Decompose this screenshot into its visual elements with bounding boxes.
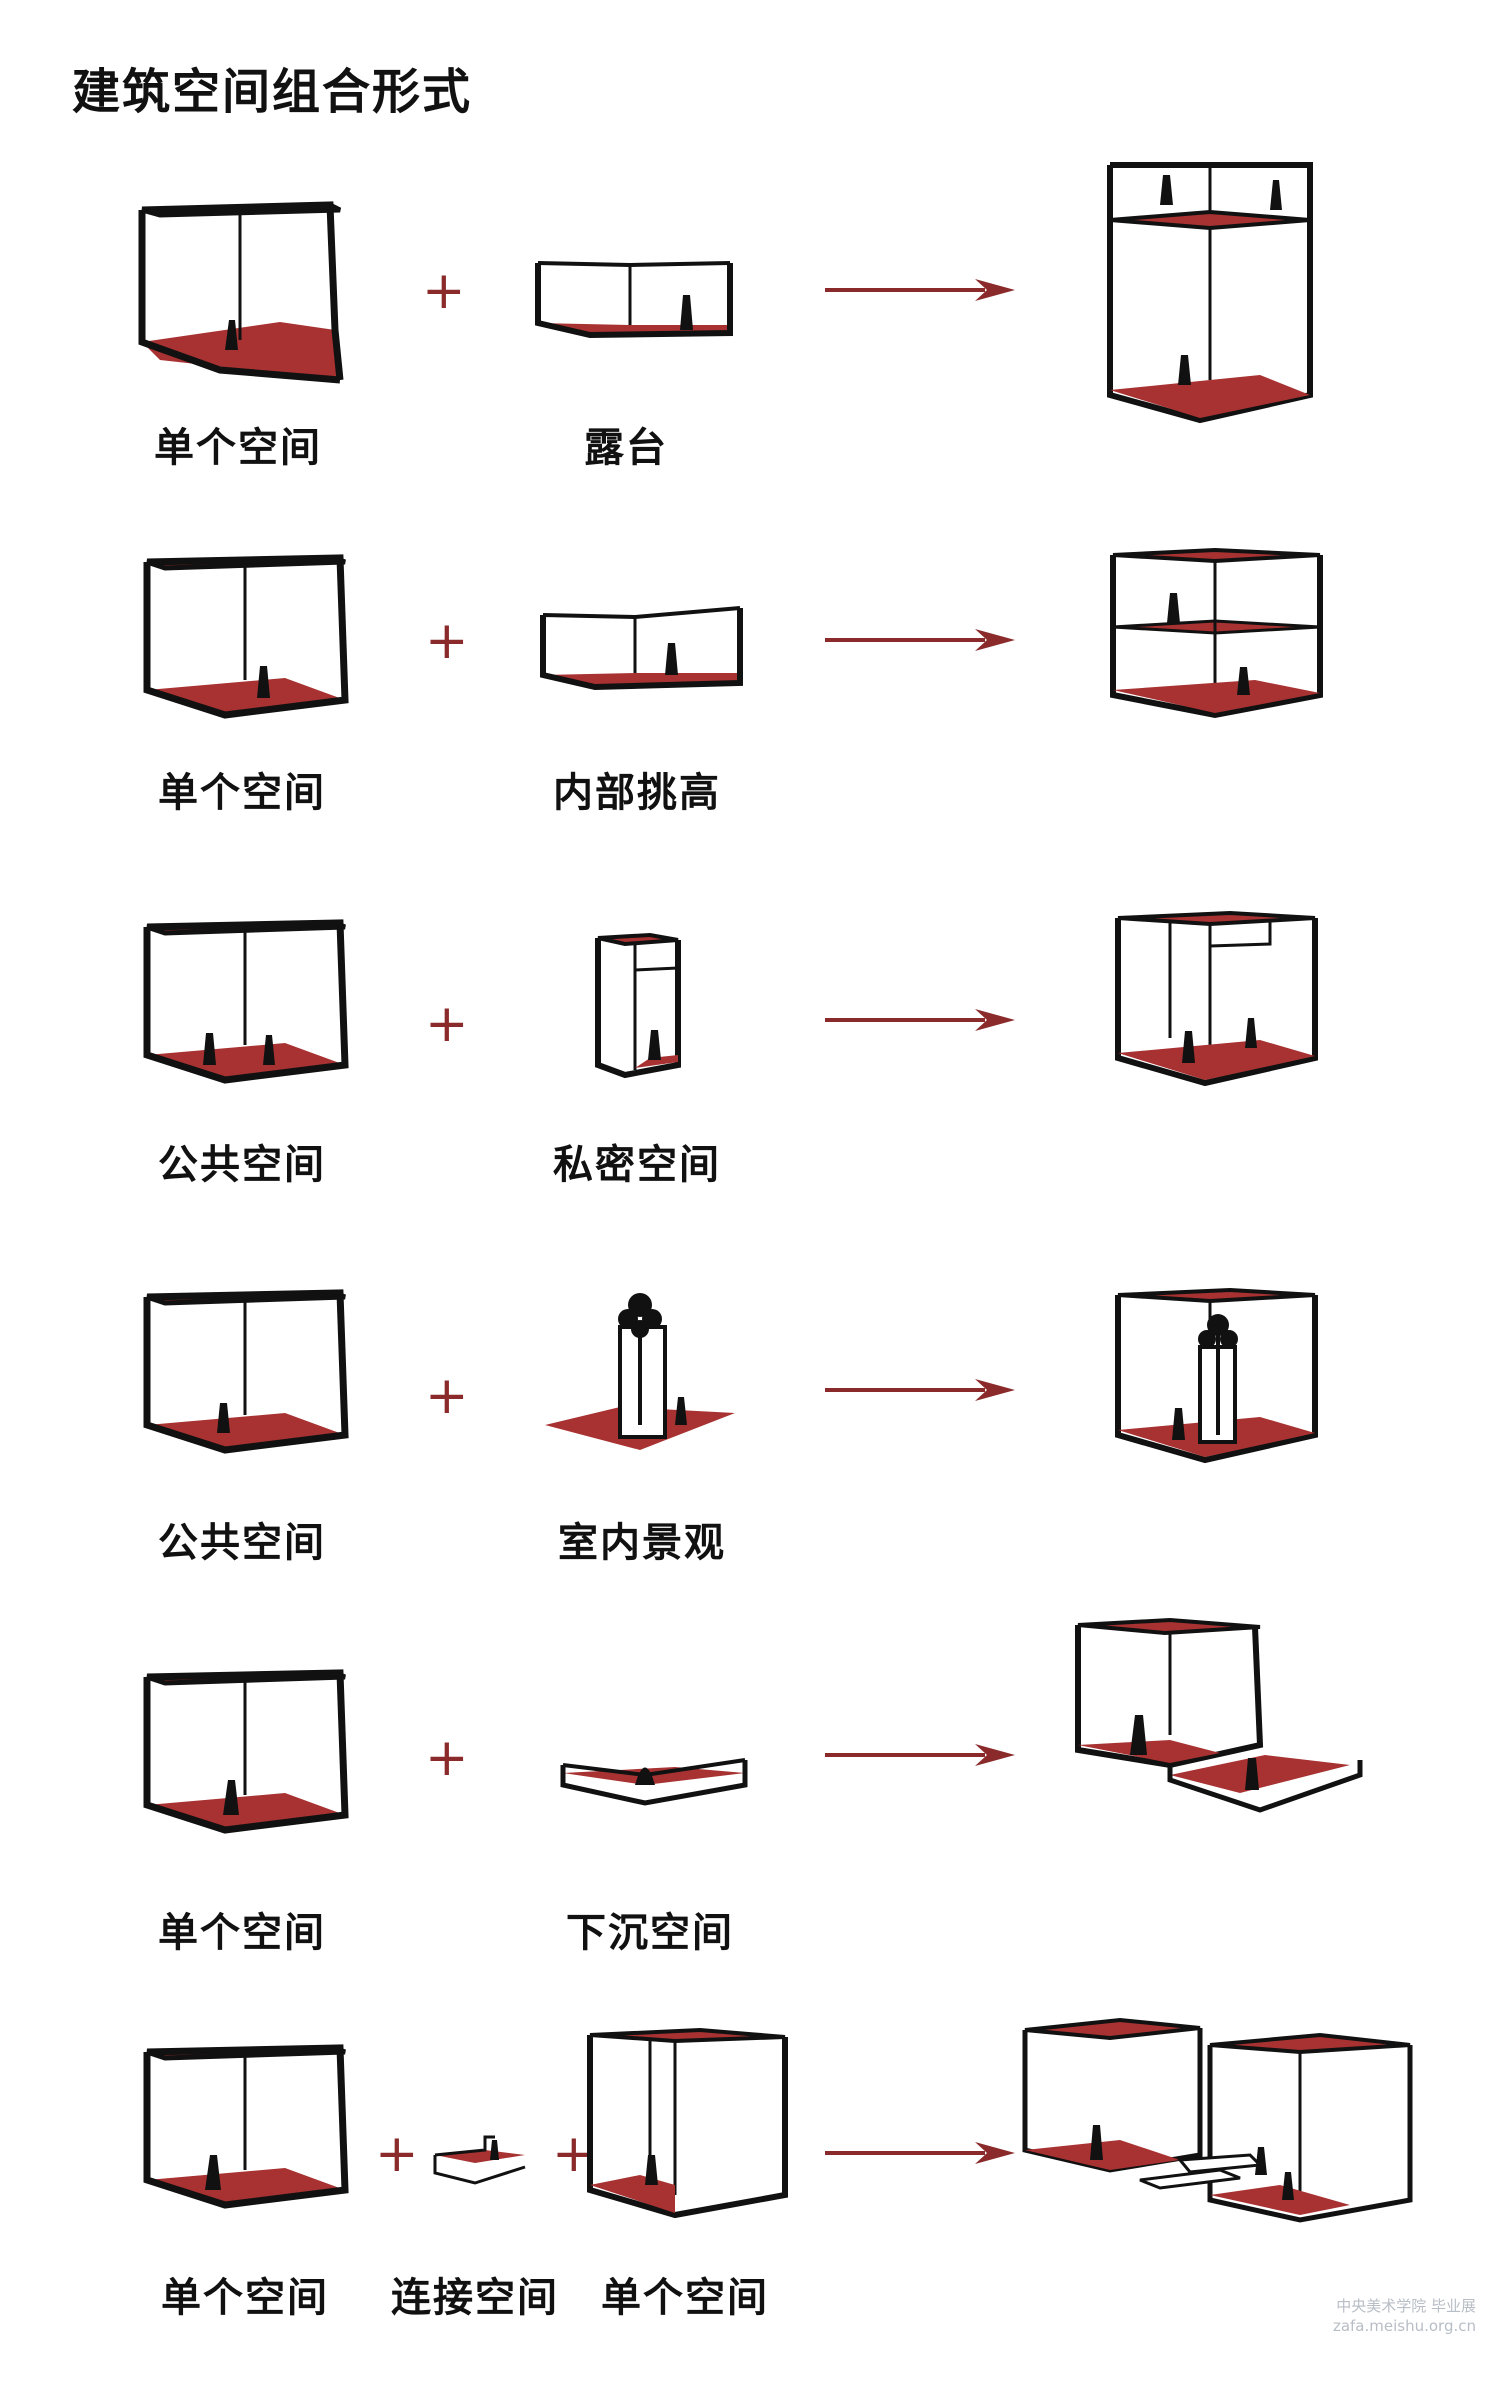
arrow-right (825, 629, 1015, 651)
single-space-cube (143, 1669, 349, 1834)
sunken-space-module (560, 1758, 748, 1806)
arrow-right (825, 2142, 1015, 2164)
private-space-module (595, 932, 681, 1079)
watermark-line-1: 中央美术学院 毕业展 (1336, 2297, 1476, 2315)
row-1-label-b: 露台 (584, 425, 668, 471)
row-1-label-a: 单个空间 (154, 425, 322, 471)
single-space-cube (143, 554, 349, 719)
public-space-cube (143, 1289, 349, 1454)
single-space-cube (143, 2044, 349, 2209)
connection-module (433, 2135, 526, 2185)
arrow-right (825, 279, 1015, 301)
row-2: + 单个空间 内部挑高 (0, 545, 1500, 905)
row-6-label-a: 单个空间 (161, 2275, 329, 2321)
plus-sign: + (425, 994, 469, 1054)
arrow-right (825, 1744, 1015, 1766)
row-4-label-b: 室内景观 (558, 1520, 726, 1566)
plus-sign: + (422, 261, 466, 321)
row-1: + 单个空间 露台 (0, 162, 1500, 545)
row-3: + 公共空间 私密空间 (0, 910, 1500, 1270)
single-space-cube-2 (587, 2027, 788, 2219)
row-5-label-b: 下沉空间 (566, 1910, 734, 1956)
watermark-line-2: zafa.meishu.org.cn (1332, 2316, 1476, 2335)
arrow-right (825, 1379, 1015, 1401)
tree-icon (1198, 1314, 1238, 1435)
row-6: + + 单个空间 连接空间 单个空间 (0, 2017, 1500, 2390)
row-4-label-a: 公共空间 (158, 1520, 326, 1566)
row-6-label-b: 连接空间 (391, 2275, 559, 2321)
connected-result (1022, 2017, 1413, 2223)
sunken-result (1075, 1617, 1363, 1813)
indoor-landscape-result (1115, 1287, 1318, 1464)
plus-sign: + (425, 1366, 469, 1426)
row-5: + 单个空间 下沉空间 (0, 1617, 1500, 2020)
watermark: 中央美术学院 毕业展 zafa.meishu.org.cn (1333, 2297, 1476, 2336)
row-4: + 公共空间 室内景观 (0, 1275, 1500, 1635)
arrow-right (825, 1009, 1015, 1031)
row-2-label-b: 内部挑高 (553, 770, 721, 816)
two-level-result (1107, 162, 1313, 424)
public-private-result (1115, 910, 1318, 1087)
plus-sign: + (425, 1728, 469, 1788)
plus-sign-1: + (375, 2124, 419, 2184)
row-6-label-c: 单个空间 (601, 2275, 769, 2321)
double-height-module (540, 606, 743, 691)
plus-sign: + (425, 611, 469, 671)
indoor-landscape-module (545, 1293, 735, 1450)
row-5-label-a: 单个空间 (158, 1910, 326, 1956)
public-space-cube (143, 919, 349, 1084)
row-2-label-a: 单个空间 (158, 770, 326, 816)
tree-icon (618, 1293, 662, 1425)
row-3-label-a: 公共空间 (158, 1142, 326, 1188)
row-3-label-b: 私密空间 (553, 1142, 721, 1188)
double-height-result (1110, 547, 1323, 719)
single-space-cube (138, 201, 344, 384)
terrace-module (535, 261, 733, 339)
page-title: 建筑空间组合形式 (72, 64, 473, 120)
